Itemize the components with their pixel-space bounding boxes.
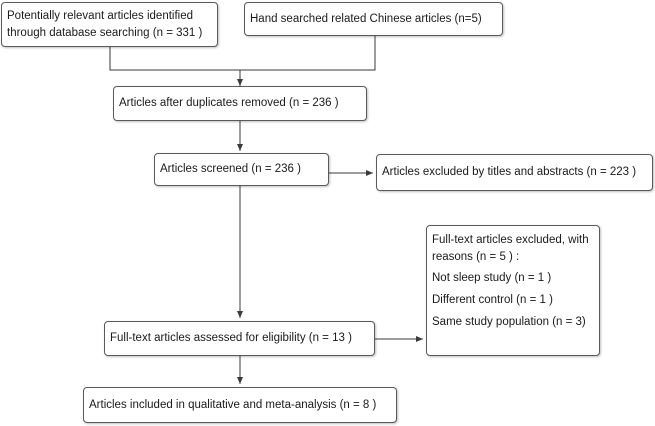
screened-label: Articles screened (n = 236 )	[160, 163, 301, 176]
db-search-line2: through database searching (n = 331 )	[7, 26, 203, 39]
merge-connector	[109, 36, 376, 71]
dedup-label: Articles after duplicates removed (n = 2…	[119, 97, 339, 110]
excluded-fulltext-heading1: Full-text articles excluded, with	[432, 234, 589, 246]
dedup-box: Articles after duplicates removed (n = 2…	[113, 86, 367, 121]
included-box: Articles included in qualitative and met…	[83, 387, 397, 423]
excluded-title-box: Articles excluded by titles and abstract…	[376, 154, 653, 191]
exclusion-reason-1: Not sleep study (n = 1 )	[432, 272, 552, 285]
excluded-fulltext-box: Full-text articles excluded, with reason…	[426, 225, 600, 356]
db-search-line1: Potentially relevant articles identified	[7, 9, 194, 22]
hand-search-box: Hand searched related Chinese articles (…	[244, 2, 503, 36]
fulltext-label: Full-text articles assessed for eligibil…	[110, 332, 352, 345]
excluded-title-label: Articles excluded by titles and abstract…	[382, 166, 637, 179]
db-search-box: Potentially relevant articles identified…	[1, 2, 218, 47]
fulltext-box: Full-text articles assessed for eligibil…	[104, 321, 375, 356]
excluded-fulltext-heading2: reasons (n = 5 ) :	[432, 250, 520, 263]
hand-search-label: Hand searched related Chinese articles (…	[250, 12, 482, 25]
screened-box: Articles screened (n = 236 )	[154, 153, 329, 186]
exclusion-reason-3: Same study population (n = 3)	[432, 315, 586, 328]
included-label: Articles included in qualitative and met…	[89, 398, 377, 411]
exclusion-reason-2: Different control (n = 1 )	[432, 294, 553, 307]
